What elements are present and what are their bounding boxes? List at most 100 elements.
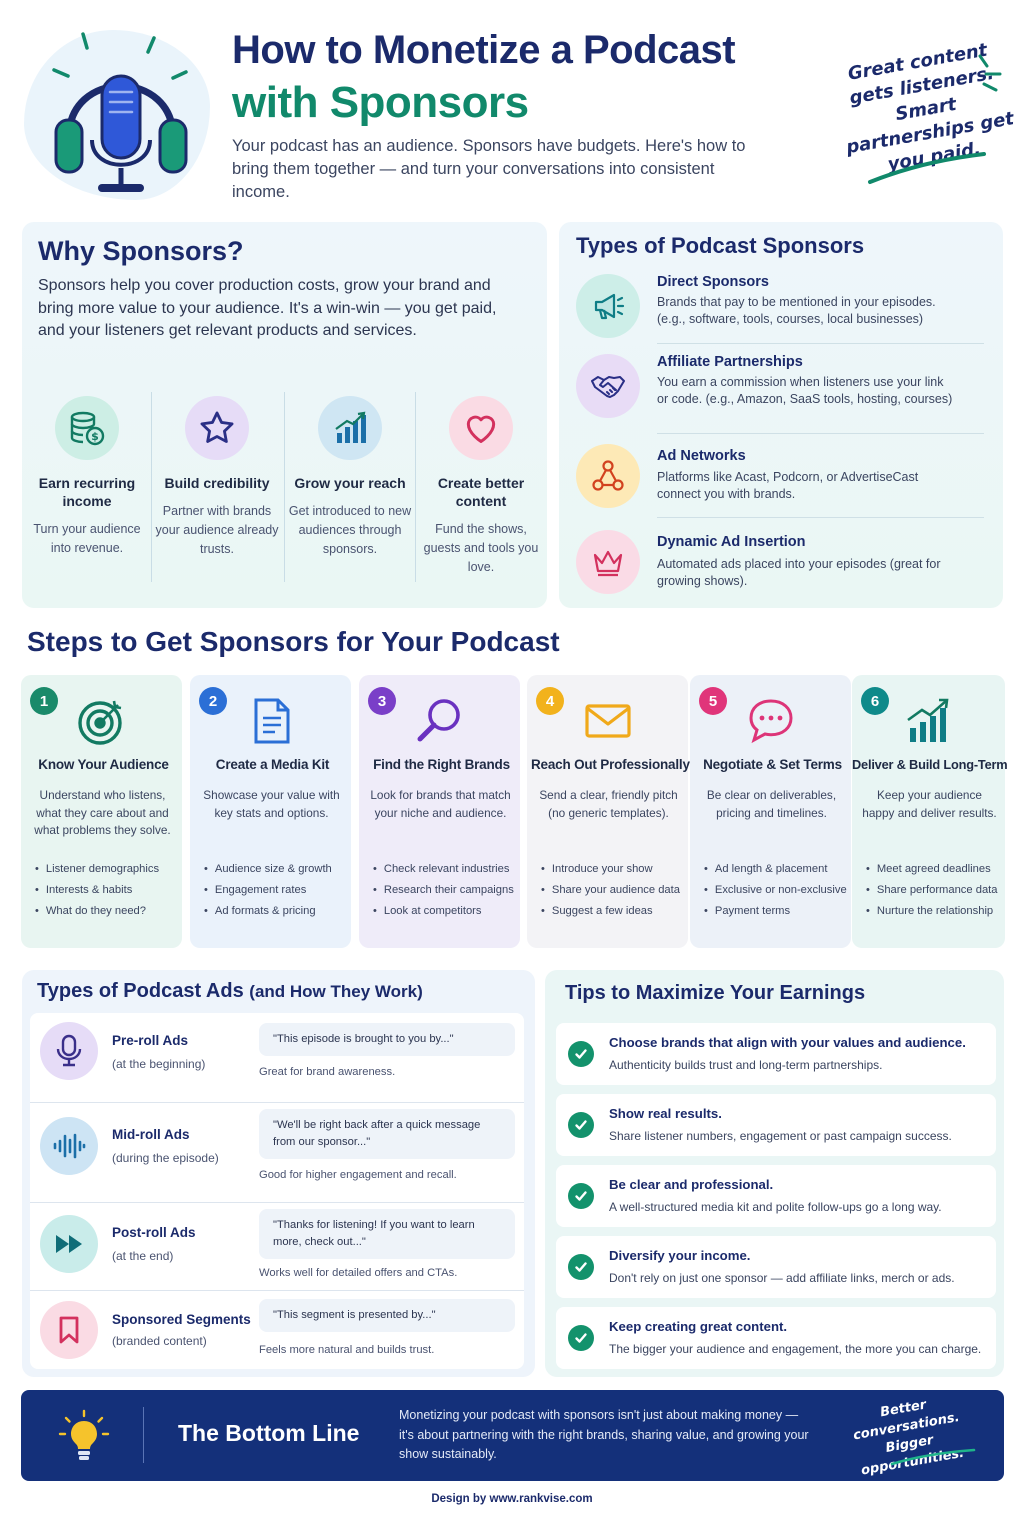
tip-desc: A well-structured media kit and polite f… bbox=[609, 1200, 942, 1214]
sponsor-type-desc: Automated ads placed into your episodes … bbox=[657, 557, 941, 588]
ad-sub: (at the end) bbox=[112, 1249, 174, 1263]
tip-title: Show real results. bbox=[609, 1106, 722, 1121]
step-bullets: Ad length & placement Exclusive or non-e… bbox=[704, 859, 847, 922]
ad-types-title: Types of Podcast Ads (and How They Work) bbox=[37, 980, 423, 1003]
bottom-line-text: Monetizing your podcast with sponsors is… bbox=[399, 1408, 809, 1461]
ad-name: Sponsored Segments bbox=[112, 1312, 251, 1327]
ad-note: Feels more natural and builds trust. bbox=[259, 1344, 435, 1356]
list-item: Share your audience data bbox=[541, 880, 684, 901]
step-find-brands: 3 Find the Right Brands Look for brands … bbox=[359, 675, 520, 948]
divider bbox=[284, 392, 285, 582]
lightbulb-icon bbox=[56, 1408, 112, 1464]
divider bbox=[143, 1407, 144, 1463]
ad-quote: "We'll be right back after a quick messa… bbox=[259, 1109, 515, 1159]
tip-desc: The bigger your audience and engagement,… bbox=[609, 1342, 982, 1356]
tip-item: Be clear and professional. A well-struct… bbox=[556, 1165, 996, 1227]
step-deliver: 6 Deliver & Build Long-Term Keep your au… bbox=[852, 675, 1008, 948]
document-icon bbox=[241, 691, 301, 751]
list-item: Interests & habits bbox=[35, 880, 178, 901]
steps-title: Steps to Get Sponsors for Your Podcast bbox=[27, 626, 560, 657]
sponsor-type-title: Dynamic Ad Insertion bbox=[657, 534, 806, 550]
step-desc: Understand who listens, what they care a… bbox=[34, 788, 171, 837]
ad-quote: "This episode is brought to you by..." bbox=[259, 1023, 515, 1056]
list-item: Share performance data bbox=[866, 880, 1001, 901]
heart-icon bbox=[449, 396, 513, 460]
check-icon bbox=[568, 1254, 594, 1280]
bottom-line-banner bbox=[21, 1390, 1004, 1481]
check-icon bbox=[568, 1112, 594, 1138]
benefit-desc: Partner with brands your audience alread… bbox=[155, 504, 279, 556]
divider bbox=[657, 433, 984, 434]
soundwave-icon bbox=[40, 1117, 98, 1175]
page-title-line1: How to Monetize a Podcast bbox=[232, 28, 736, 72]
step-number: 2 bbox=[199, 687, 227, 715]
envelope-icon bbox=[578, 691, 638, 751]
step-title: Reach Out Professionally bbox=[531, 757, 690, 772]
target-icon bbox=[72, 691, 132, 751]
tip-item: Show real results. Share listener number… bbox=[556, 1094, 996, 1156]
benefit-desc: Turn your audience into revenue. bbox=[33, 522, 141, 555]
step-media-kit: 2 Create a Media Kit Showcase your value… bbox=[190, 675, 351, 948]
list-item: Meet agreed deadlines bbox=[866, 859, 1001, 880]
star-icon bbox=[185, 396, 249, 460]
divider bbox=[30, 1202, 524, 1203]
list-item: Listener demographics bbox=[35, 859, 178, 880]
step-bullets: Meet agreed deadlines Share performance … bbox=[866, 859, 1001, 922]
step-desc: Send a clear, friendly pitch (no generic… bbox=[539, 788, 678, 820]
bottom-line-title: The Bottom Line bbox=[178, 1420, 360, 1446]
bar-chart-icon bbox=[318, 396, 382, 460]
ad-note: Works well for detailed offers and CTAs. bbox=[259, 1267, 458, 1279]
benefit-create-content: Create better content Fund the shows, gu… bbox=[416, 392, 546, 582]
step-know-audience: 1 Know Your Audience Understand who list… bbox=[21, 675, 182, 948]
ad-sub: (branded content) bbox=[112, 1334, 207, 1348]
ad-note: Great for brand awareness. bbox=[259, 1066, 396, 1078]
step-bullets: Check relevant industries Research their… bbox=[373, 859, 516, 922]
step-desc: Look for brands that match your niche an… bbox=[370, 788, 511, 820]
why-sponsors-title: Why Sponsors? bbox=[38, 236, 244, 266]
benefit-desc: Get introduced to new audiences through … bbox=[288, 504, 412, 556]
ad-name: Mid-roll Ads bbox=[112, 1127, 190, 1142]
crown-icon bbox=[576, 530, 640, 594]
page-subtitle: Your podcast has an audience. Sponsors h… bbox=[232, 137, 746, 201]
tip-title: Keep creating great content. bbox=[609, 1319, 788, 1334]
ad-name: Post-roll Ads bbox=[112, 1225, 196, 1240]
sponsor-type-desc: Brands that pay to be mentioned in your … bbox=[657, 295, 936, 326]
sponsor-type-title: Direct Sponsors bbox=[657, 274, 769, 290]
step-number: 1 bbox=[30, 687, 58, 715]
list-item: What do they need? bbox=[35, 901, 178, 922]
tip-title: Choose brands that align with your value… bbox=[609, 1035, 966, 1050]
step-desc: Keep your audience happy and deliver res… bbox=[862, 788, 997, 820]
tagline-underline-icon bbox=[860, 40, 1010, 200]
divider bbox=[30, 1290, 524, 1291]
tip-desc: Share listener numbers, engagement or pa… bbox=[609, 1129, 952, 1143]
divider bbox=[657, 343, 984, 344]
ad-post-roll: Post-roll Ads (at the end) "Thanks for l… bbox=[30, 1203, 524, 1291]
step-bullets: Listener demographics Interests & habits… bbox=[35, 859, 178, 922]
divider bbox=[151, 392, 152, 582]
tip-title: Be clear and professional. bbox=[609, 1177, 774, 1192]
chat-bubble-icon bbox=[741, 691, 801, 751]
list-item: Suggest a few ideas bbox=[541, 901, 684, 922]
list-item: Audience size & growth bbox=[204, 859, 347, 880]
step-reach-out: 4 Reach Out Professionally Send a clear,… bbox=[527, 675, 690, 948]
sponsor-type-title: Affiliate Partnerships bbox=[657, 354, 803, 370]
why-sponsors-body: Sponsors help you cover production costs… bbox=[38, 277, 497, 339]
bookmark-icon bbox=[40, 1301, 98, 1359]
coins-icon: $ bbox=[55, 396, 119, 460]
list-item: Payment terms bbox=[704, 901, 847, 922]
list-item: Engagement rates bbox=[204, 880, 347, 901]
bottom-tag-underline-icon bbox=[888, 1444, 978, 1468]
step-number: 3 bbox=[368, 687, 396, 715]
fast-forward-icon bbox=[40, 1215, 98, 1273]
ad-mid-roll: Mid-roll Ads (during the episode) "We'll… bbox=[30, 1103, 524, 1201]
sponsor-type-title: Ad Networks bbox=[657, 448, 746, 464]
tips-title: Tips to Maximize Your Earnings bbox=[565, 982, 866, 1004]
benefit-title: Earn recurring income bbox=[38, 475, 136, 509]
benefit-title: Create better content bbox=[437, 475, 525, 509]
divider bbox=[657, 517, 984, 518]
ad-note: Good for higher engagement and recall. bbox=[259, 1169, 457, 1181]
growth-chart-icon bbox=[899, 691, 959, 751]
benefit-earn-income: $ Earn recurring income Turn your audien… bbox=[22, 392, 152, 582]
ad-quote: "Thanks for listening! If you want to le… bbox=[259, 1209, 515, 1259]
benefit-title: Grow your reach bbox=[294, 475, 406, 491]
